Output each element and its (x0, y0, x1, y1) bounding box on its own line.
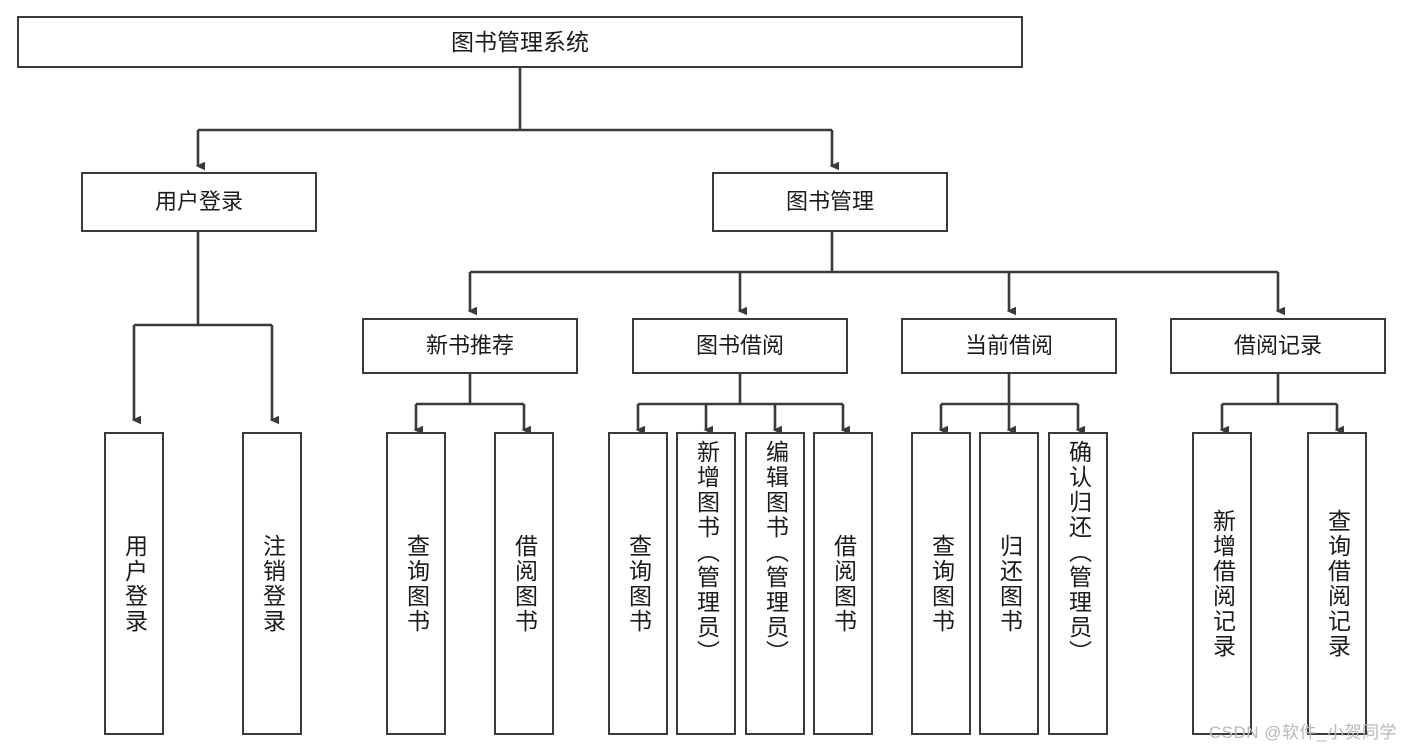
node-current-borrow[interactable]: 当前借阅 (901, 318, 1117, 374)
node-leaf-logout-label: 注销登录 (259, 533, 286, 634)
node-book-manage[interactable]: 图书管理 (712, 172, 948, 232)
node-leaf-borrow-book-2-label: 借阅图书 (830, 533, 857, 634)
node-leaf-add-record-label: 新增借阅记录 (1209, 508, 1236, 659)
node-leaf-query-book-3[interactable]: 查询图书 (911, 432, 971, 735)
node-leaf-confirm-return[interactable]: 确认归还（管理员） (1048, 432, 1108, 735)
node-user-login[interactable]: 用户登录 (81, 172, 317, 232)
node-user-login-label: 用户登录 (154, 188, 243, 214)
node-leaf-return-book-label: 归还图书 (996, 533, 1023, 634)
node-leaf-add-record[interactable]: 新增借阅记录 (1192, 432, 1252, 735)
node-leaf-user-login-label: 用户登录 (121, 533, 148, 634)
node-root[interactable]: 图书管理系统 (17, 16, 1023, 68)
node-borrow-record-label: 借阅记录 (1233, 332, 1322, 358)
node-book-manage-label: 图书管理 (785, 188, 874, 214)
node-leaf-borrow-book-1-label: 借阅图书 (511, 533, 538, 634)
node-leaf-query-record-label: 查询借阅记录 (1324, 508, 1351, 659)
node-leaf-query-book-1[interactable]: 查询图书 (386, 432, 446, 735)
node-leaf-query-book-2-label: 查询图书 (625, 533, 652, 634)
node-book-borrow[interactable]: 图书借阅 (632, 318, 848, 374)
node-leaf-query-book-2[interactable]: 查询图书 (608, 432, 668, 735)
node-book-borrow-label: 图书借阅 (695, 332, 784, 358)
node-leaf-query-record[interactable]: 查询借阅记录 (1307, 432, 1367, 735)
node-borrow-record[interactable]: 借阅记录 (1170, 318, 1386, 374)
node-leaf-return-book[interactable]: 归还图书 (979, 432, 1039, 735)
node-leaf-user-login[interactable]: 用户登录 (104, 432, 164, 735)
node-leaf-borrow-book-1[interactable]: 借阅图书 (494, 432, 554, 735)
node-leaf-edit-book[interactable]: 编辑图书（管理员） (745, 432, 805, 735)
node-new-book-recommend-label: 新书推荐 (425, 332, 514, 358)
node-leaf-borrow-book-2[interactable]: 借阅图书 (813, 432, 873, 735)
node-current-borrow-label: 当前借阅 (964, 332, 1053, 358)
node-new-book-recommend[interactable]: 新书推荐 (362, 318, 578, 374)
node-leaf-edit-book-label: 编辑图书（管理员） (762, 440, 789, 665)
node-leaf-query-book-3-label: 查询图书 (928, 533, 955, 634)
node-leaf-logout[interactable]: 注销登录 (242, 432, 302, 735)
node-leaf-query-book-1-label: 查询图书 (403, 533, 430, 634)
node-root-label: 图书管理系统 (451, 28, 589, 55)
node-leaf-add-book-label: 新增图书（管理员） (693, 440, 720, 665)
node-leaf-confirm-return-label: 确认归还（管理员） (1065, 440, 1092, 665)
watermark-text: CSDN @软件_小贺同学 (1208, 723, 1397, 742)
node-leaf-add-book[interactable]: 新增图书（管理员） (676, 432, 736, 735)
